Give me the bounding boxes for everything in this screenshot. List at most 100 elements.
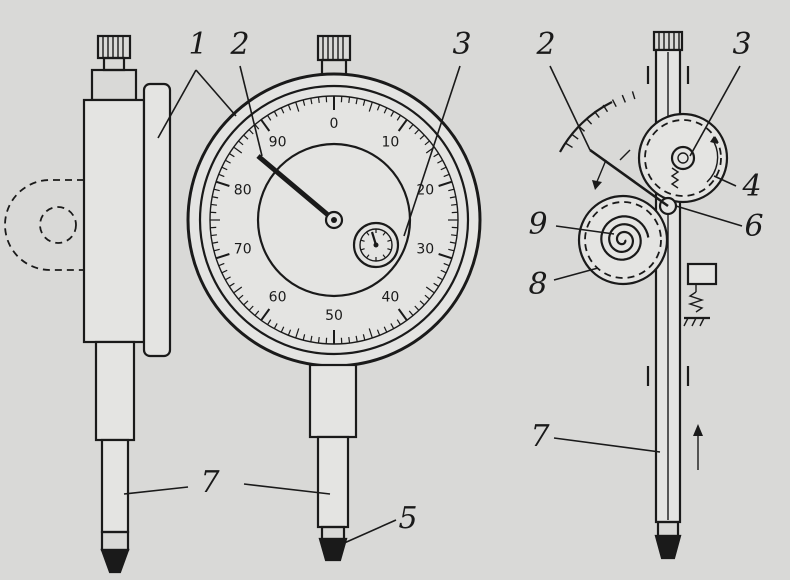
dial-tick (280, 107, 285, 114)
dial-tick (362, 334, 366, 341)
callout-3-front: 3 (452, 27, 471, 62)
stop-base-hatch (683, 317, 705, 327)
callout-5: 5 (398, 501, 417, 536)
revolution-counter-hub (373, 242, 379, 248)
dial-tick (221, 269, 228, 274)
side-tip (100, 548, 130, 574)
dial-tick (260, 308, 271, 321)
dial-number: 50 (325, 308, 343, 324)
revolution-counter-tick (387, 239, 392, 242)
dial-tick (238, 140, 244, 146)
dial-number: 70 (234, 242, 252, 258)
revolution-counter-tick (382, 254, 386, 259)
dial-tick (396, 114, 401, 121)
dial-tick (414, 129, 420, 135)
dial-tick (212, 196, 219, 199)
callout-7-mech: 7 (530, 419, 550, 454)
gear-4 (637, 112, 729, 204)
callout-4: 4 (741, 169, 761, 204)
main-pointer (256, 154, 336, 222)
dial-tick (213, 248, 220, 252)
mech-tip-holder (656, 520, 680, 538)
front-spindle (316, 435, 350, 529)
pointer-motion-arrow-upper (619, 149, 631, 161)
dial-tick (310, 98, 313, 105)
revolution-counter-tick (382, 231, 386, 236)
dial-tick (280, 326, 285, 333)
dial-tick (376, 329, 381, 336)
side-top-knurl (102, 37, 124, 57)
side-spindle (100, 438, 130, 534)
dial-tick (238, 294, 244, 300)
front-top-knurl (322, 37, 344, 59)
dial-tick (419, 300, 425, 306)
mechanism-view (559, 30, 729, 560)
revolution-counter-tick (387, 248, 392, 251)
dial-tick (267, 114, 272, 121)
dial-tick (390, 111, 395, 117)
dial-tick (368, 101, 373, 112)
dial-tick (362, 99, 366, 106)
scale-arc (559, 101, 613, 153)
revolution-counter-tick (366, 254, 370, 259)
dial-tick (273, 323, 278, 329)
dial-tick (248, 129, 254, 135)
side-body (82, 98, 146, 344)
dial-tick (228, 282, 235, 287)
dial-tick (383, 107, 388, 114)
side-tip-holder (100, 530, 130, 552)
dial-tick (376, 104, 381, 111)
dial-tick (433, 153, 440, 158)
mech-top-knurl (658, 33, 680, 49)
dial-tick (355, 335, 358, 342)
dial-tick (448, 248, 455, 252)
dial-tick (408, 124, 414, 130)
dial-tick (348, 96, 351, 104)
callout-labels: 1 2 3 2 3 4 6 9 8 7 5 7 (188, 27, 763, 536)
dial-tick (233, 146, 243, 154)
mech-pointer (589, 148, 669, 208)
gear-4-pinion (670, 145, 696, 171)
dial-tick (438, 180, 453, 187)
side-view (4, 34, 172, 574)
dial-tick (267, 319, 272, 326)
dial-tick (310, 335, 313, 342)
hairspring-9 (600, 215, 650, 261)
dial-tick (215, 253, 230, 260)
dial-tick (424, 140, 430, 146)
dial-tick (218, 173, 225, 178)
side-sleeve (94, 340, 136, 442)
dial-tick (425, 286, 435, 294)
gear-4-arrowhead (710, 136, 718, 144)
dial-number: 30 (416, 242, 434, 258)
dial-tick (433, 282, 440, 287)
dial-tick (225, 159, 231, 164)
scale-arc-tick (611, 99, 617, 108)
dial-tick (450, 234, 458, 237)
dial-number: 40 (382, 290, 400, 306)
dial-tick (254, 310, 260, 316)
callout-6: 6 (744, 209, 763, 244)
callout-3-mech: 3 (732, 27, 751, 62)
dial-tick (248, 305, 254, 311)
stop-plunger (686, 262, 718, 286)
leader-lines (123, 65, 743, 545)
front-sleeve (308, 363, 358, 439)
stop-spring (687, 291, 705, 313)
callout-9: 9 (528, 207, 547, 242)
dial-number: 90 (269, 134, 287, 150)
dial-tick (438, 253, 453, 260)
dial-tick (396, 319, 401, 326)
revolution-counter-ticks (360, 229, 392, 261)
travel-arrowhead (693, 424, 703, 436)
scale-arc-tick (593, 110, 600, 119)
callout-2-front: 2 (229, 27, 249, 62)
dial-tick (424, 294, 430, 300)
scale-arc-tick (631, 91, 636, 100)
hairspring-link (670, 167, 680, 189)
gear-4-pitch (644, 119, 722, 197)
revolution-counter-tick (360, 248, 365, 251)
scale-arc-tick (621, 94, 626, 103)
dial-tick (449, 241, 456, 244)
